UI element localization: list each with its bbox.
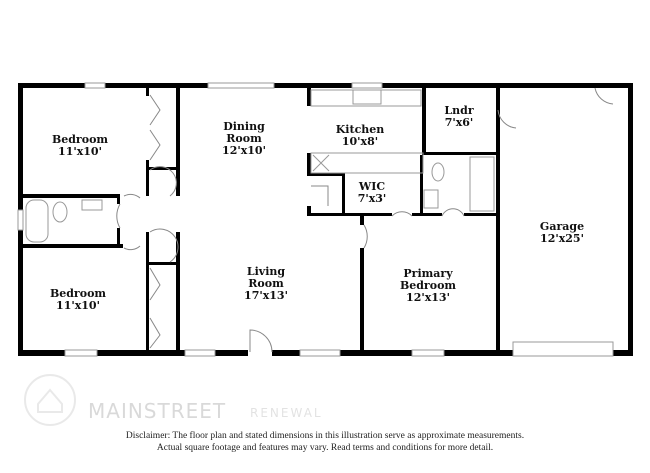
logo-text: MAINSTREET	[88, 399, 227, 423]
room-dims: 7'x3'	[357, 192, 387, 205]
room-dims: 12'x13'	[406, 291, 450, 304]
room-dims: 12'x10'	[222, 144, 266, 157]
room-primary-bedroom: Primary Bedroom 12'x13'	[400, 268, 456, 304]
room-dining: Dining Room 12'x10'	[222, 121, 266, 157]
room-bedroom-bottom: Bedroom 11'x10'	[50, 288, 106, 312]
room-name-line2: Room	[226, 132, 262, 145]
room-kitchen: Kitchen 10'x8'	[336, 124, 385, 148]
room-living: Living Room 17'x13'	[244, 266, 288, 302]
room-garage: Garage 12'x25'	[540, 221, 584, 245]
room-name-line2: Bedroom	[399, 279, 457, 292]
room-dims: 11'x10'	[56, 299, 100, 312]
windows	[17, 82, 614, 357]
disclaimer-line1: Disclaimer: The floor plan and stated di…	[125, 431, 525, 441]
disclaimer: Disclaimer: The floor plan and stated di…	[0, 430, 650, 454]
room-bedroom-top: Bedroom 11'x10'	[52, 134, 108, 158]
room-dims: 7'x6'	[444, 116, 474, 129]
room-dims: 10'x8'	[341, 135, 379, 148]
room-name: Bedroom	[49, 287, 107, 300]
disclaimer-line2: Actual square footage and features may v…	[156, 443, 494, 453]
logo-icon	[24, 374, 76, 426]
room-name: Lndr	[444, 104, 474, 117]
room-laundry: Lndr 7'x6'	[444, 105, 473, 129]
room-name-line1: Primary	[403, 267, 453, 280]
logo-sub: RENEWAL	[250, 406, 323, 420]
room-name-line1: Living	[246, 265, 286, 278]
room-name-line1: Dining	[223, 120, 265, 133]
room-dims: 12'x25'	[540, 232, 584, 245]
room-name-line2: Room	[248, 277, 284, 290]
doors	[116, 87, 614, 356]
room-dims: 11'x10'	[58, 145, 102, 158]
fixtures	[25, 89, 495, 243]
room-name: Bedroom	[51, 133, 109, 146]
room-wic: WIC 7'x3'	[358, 181, 387, 205]
room-name: Garage	[539, 220, 585, 233]
room-name: Kitchen	[335, 123, 385, 136]
room-name: WIC	[358, 180, 386, 193]
room-dims: 17'x13'	[244, 289, 288, 302]
